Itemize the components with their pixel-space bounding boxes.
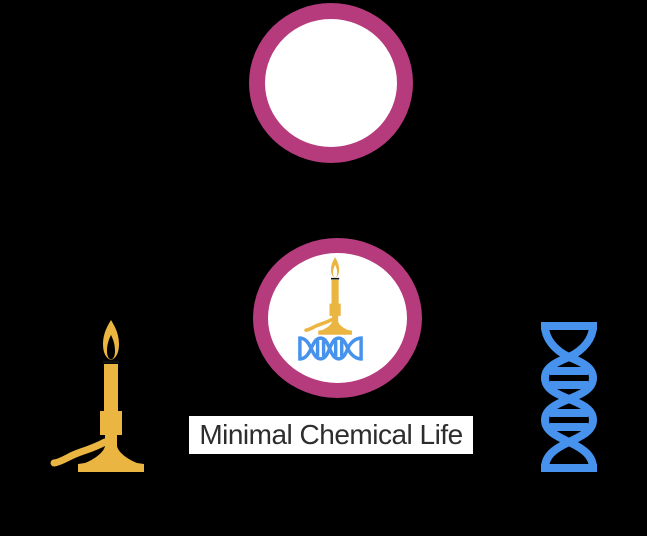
minimal-chemical-life-label-text: Minimal Chemical Life <box>199 419 463 450</box>
empty-circle-node <box>249 3 413 163</box>
bunsen-burner-icon-small <box>304 257 352 335</box>
dna-helix-icon <box>540 322 598 472</box>
minimal-chemical-life-label: Minimal Chemical Life <box>189 416 473 454</box>
dna-helix-icon-small <box>298 336 363 361</box>
bunsen-burner-icon <box>50 320 144 472</box>
